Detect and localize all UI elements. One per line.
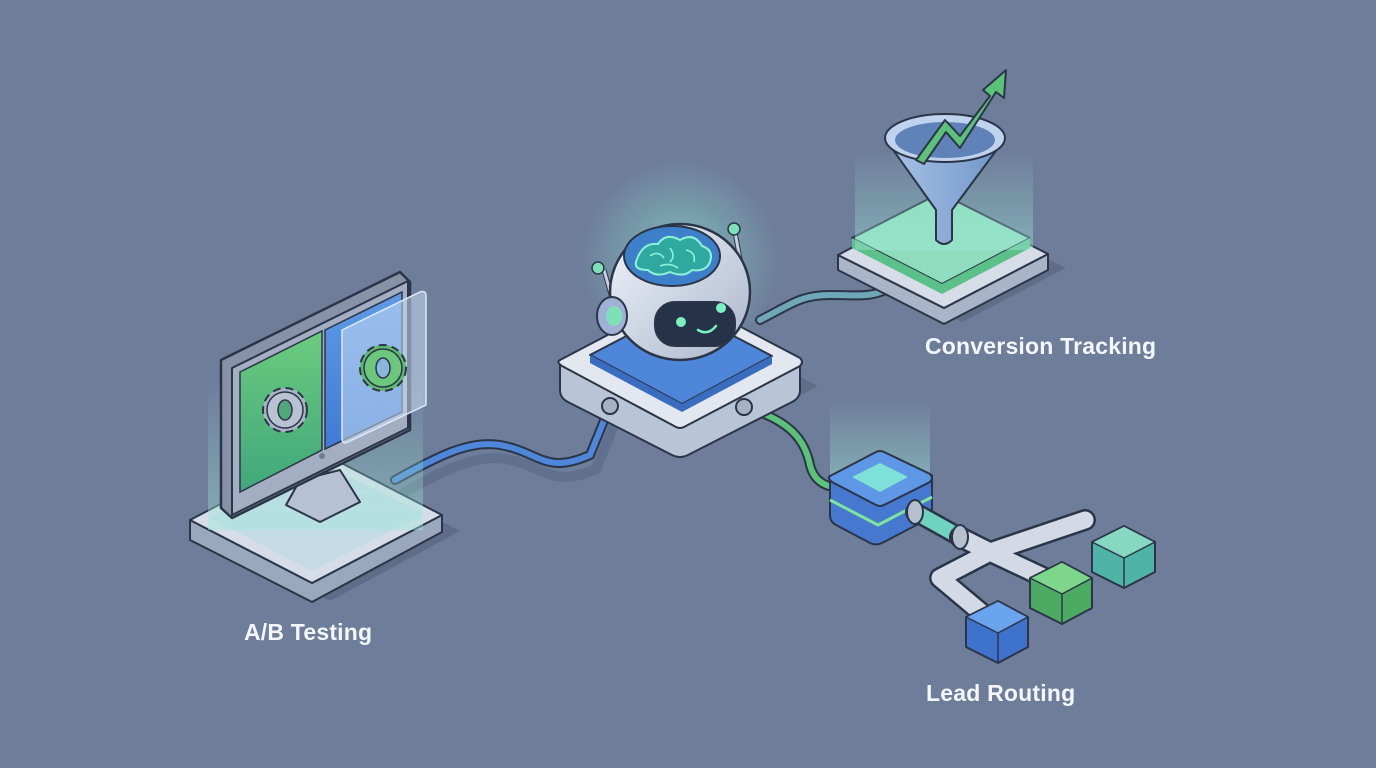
output-cube-green <box>1029 561 1093 625</box>
node-label-lead-routing: Lead Routing <box>926 680 1076 706</box>
router-box <box>827 450 933 546</box>
node-conversion-tracking[interactable] <box>837 69 1066 325</box>
monitor-gears-icon <box>219 270 427 523</box>
node-label-ab-testing: A/B Testing <box>244 619 373 645</box>
hub-robot[interactable] <box>557 160 818 458</box>
node-label-conversion-tracking: Conversion Tracking <box>925 333 1157 359</box>
connector-conversion-tracking <box>755 283 895 325</box>
node-lead-routing[interactable] <box>827 400 1156 664</box>
connector-ab-testing <box>390 401 621 499</box>
funnel-growth-arrow-icon <box>884 69 1007 245</box>
node-ab-testing[interactable] <box>189 270 460 603</box>
gear-icon <box>262 387 308 433</box>
output-cube-blue <box>965 600 1029 664</box>
robot-brain-icon <box>591 222 752 362</box>
output-cube-teal <box>1091 525 1156 589</box>
gear-icon <box>359 344 407 392</box>
routing-pipe <box>905 499 1096 631</box>
